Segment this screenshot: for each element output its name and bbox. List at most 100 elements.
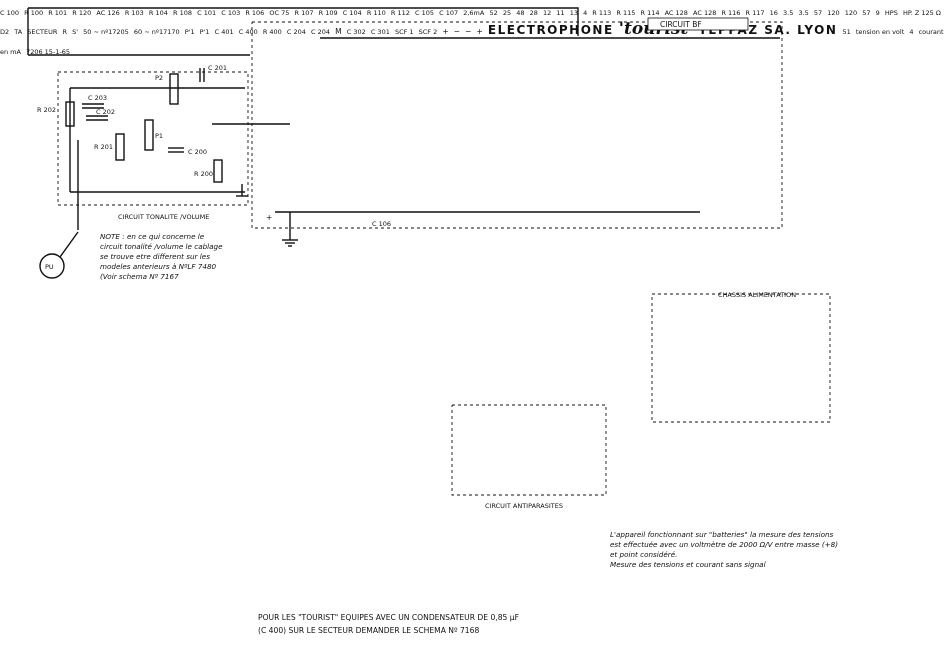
- label-p2: P2: [155, 74, 163, 82]
- legend-current-symbol: 4: [909, 28, 914, 36]
- label-hp-125: HP. Z 125 Ω: [902, 9, 941, 17]
- circuit-tone-label: CIRCUIT TONALITE /VOLUME: [118, 213, 209, 221]
- label-c203: C 203: [88, 94, 107, 102]
- plus-sign: +: [266, 213, 272, 222]
- legend: 51 tension en volt 4 courant en mA: [0, 19, 944, 58]
- label-c200: C 200: [188, 148, 207, 156]
- power-switching: D2 TA SECTEUR R: [0, 19, 72, 38]
- label-scf2: SCF 2: [418, 28, 438, 36]
- label-oc75: OC 75: [269, 9, 290, 17]
- speaker-section: HPS HP. Z 125 Ω: [885, 0, 941, 19]
- legend-current-text: courant en mA: [0, 28, 944, 56]
- label-hps: HPS: [884, 9, 898, 17]
- motor-minus: −: [453, 27, 461, 36]
- supply-rails: + C 106: [27, 7, 780, 247]
- label-p1: P1: [155, 132, 163, 140]
- label-batt: SECTEUR: [27, 28, 58, 36]
- output-stage: R 113 R 115 R 114 AC 128 AC 128 R 116 R …: [592, 0, 783, 19]
- box-minus: −: [465, 27, 472, 36]
- label-c400: C 400: [238, 28, 258, 36]
- label-r108: R 108: [173, 9, 193, 17]
- label-scf1: SCF 1: [394, 28, 414, 36]
- circuit-antiparasite-label: CIRCUIT ANTIPARASITES: [485, 502, 563, 510]
- label-r117: R 117: [745, 9, 765, 17]
- note-left-line-5: (Voir schema Nº 7167: [100, 272, 179, 281]
- label-r100: R 100: [24, 9, 44, 17]
- note-right-line-2: est effectuée avec un voltmètre de 2000 …: [610, 540, 839, 549]
- label-r112: R 112: [390, 9, 410, 17]
- note-right-line-1: L'appareil fonctionnant sur "batteries" …: [610, 530, 834, 539]
- label-c302: C 302: [346, 28, 366, 36]
- label-arret-auto: R: [62, 28, 67, 36]
- v-57a: 57: [813, 9, 823, 17]
- label-r400: R 400: [262, 28, 282, 36]
- label-d2: P'1: [199, 28, 210, 36]
- label-c107: C 107: [439, 9, 459, 17]
- pickup-pu: PU: [39, 231, 79, 279]
- label-c301: C 301: [370, 28, 390, 36]
- note-right-line-3: et point considéré.: [610, 550, 678, 559]
- current-16: 16: [769, 9, 778, 17]
- label-r107: R 107: [294, 9, 314, 17]
- v-52: 52: [489, 9, 498, 17]
- v-120b: 120: [844, 9, 858, 17]
- v-120a: 120: [827, 9, 840, 17]
- label-c103: C 103: [221, 9, 241, 17]
- v-13: 13: [569, 9, 578, 17]
- label-motor: M: [335, 27, 342, 36]
- v-3-5a: 3.5: [783, 9, 794, 17]
- preamp-section: C 100 R 100 R 101 R 120 AC 126 R 103 R 1…: [0, 0, 489, 19]
- label-c401: C 401: [214, 28, 234, 36]
- label-r201: R 201: [94, 143, 113, 151]
- note-left: NOTE : en ce qui concerne le circuit ton…: [100, 232, 223, 282]
- legend-voltage-text: tension en volt: [855, 28, 905, 36]
- label-c106: C 106: [372, 220, 391, 228]
- label-r110: R 110: [366, 9, 386, 17]
- label-ac126: AC 126: [96, 9, 120, 17]
- circuit-bf-label: CIRCUIT BF: [660, 20, 702, 29]
- v-11: 11: [556, 9, 565, 17]
- label-ta: S': [72, 28, 79, 36]
- label-c101: C 101: [197, 9, 217, 17]
- power-supply: S' 50 ∼ nº17205 60 ∼ nº17170 P'1 P'1 C 4…: [72, 19, 335, 38]
- label-c204: C 204: [286, 28, 306, 36]
- label-r106: R 106: [245, 9, 265, 17]
- legend-voltage-symbol: 51: [842, 28, 851, 36]
- v-28: 28: [529, 9, 538, 17]
- label-c104: C 104: [342, 9, 362, 17]
- circuit-tone-frame: CIRCUIT TONALITE /VOLUME: [57, 71, 249, 221]
- v-57b: 57: [862, 9, 871, 17]
- label-ac128-top: AC 128: [664, 9, 688, 17]
- label-r5f06: D2: [0, 28, 10, 36]
- label-c202: C 202: [96, 108, 115, 116]
- doc-reference: 7206 15-1-65: [26, 48, 71, 56]
- v-48: 48: [516, 9, 525, 17]
- motor-section: M C 302 C 301 SCF 1 SCF 2 + −: [335, 19, 465, 38]
- footnote: POUR LES "TOURIST" EQUIPES AVEC UN CONDE…: [258, 611, 519, 637]
- note-left-line-1: NOTE : en ce qui concerne le: [100, 232, 205, 241]
- voltage-markers-output: 3.5 3.5 57 120 120 57 9: [783, 0, 885, 19]
- label-r113: R 113: [592, 9, 612, 17]
- note-right: L'appareil fonctionnant sur "batteries" …: [610, 530, 838, 570]
- chassis-power-label: CHASSIS ALIMENTATION: [718, 291, 796, 299]
- footnote-line-2: (C 400) SUR LE SECTEUR DEMANDER LE SCHEM…: [258, 626, 480, 635]
- box-plus: +: [476, 27, 483, 36]
- battery-box-drawing: − +: [465, 19, 488, 38]
- note-left-line-4: modeles anterieurs à NºLF 7480: [100, 262, 217, 271]
- ta-rating-50: 50 ∼ nº17205: [83, 28, 129, 36]
- label-pu: PU: [45, 263, 54, 271]
- label-ac128-bottom: AC 128: [693, 9, 717, 17]
- label-r202: R 202: [37, 106, 56, 114]
- label-c100: C 100: [0, 9, 20, 17]
- note-right-line-4: Mesure des tensions et courant sans sign…: [610, 560, 766, 569]
- label-r120: R 120: [72, 9, 92, 17]
- label-r114: R 114: [640, 9, 660, 17]
- v-12: 12: [542, 9, 552, 17]
- label-c204b: C 204: [311, 28, 331, 36]
- current-2-6ma: 2,6mA: [463, 9, 485, 17]
- label-r200: R 200: [194, 170, 213, 178]
- voltage-markers-preamp: 52 25 48 28 12 11 13 4: [489, 0, 592, 19]
- label-c201: C 201: [208, 64, 227, 72]
- label-sect-r: TA: [14, 28, 23, 36]
